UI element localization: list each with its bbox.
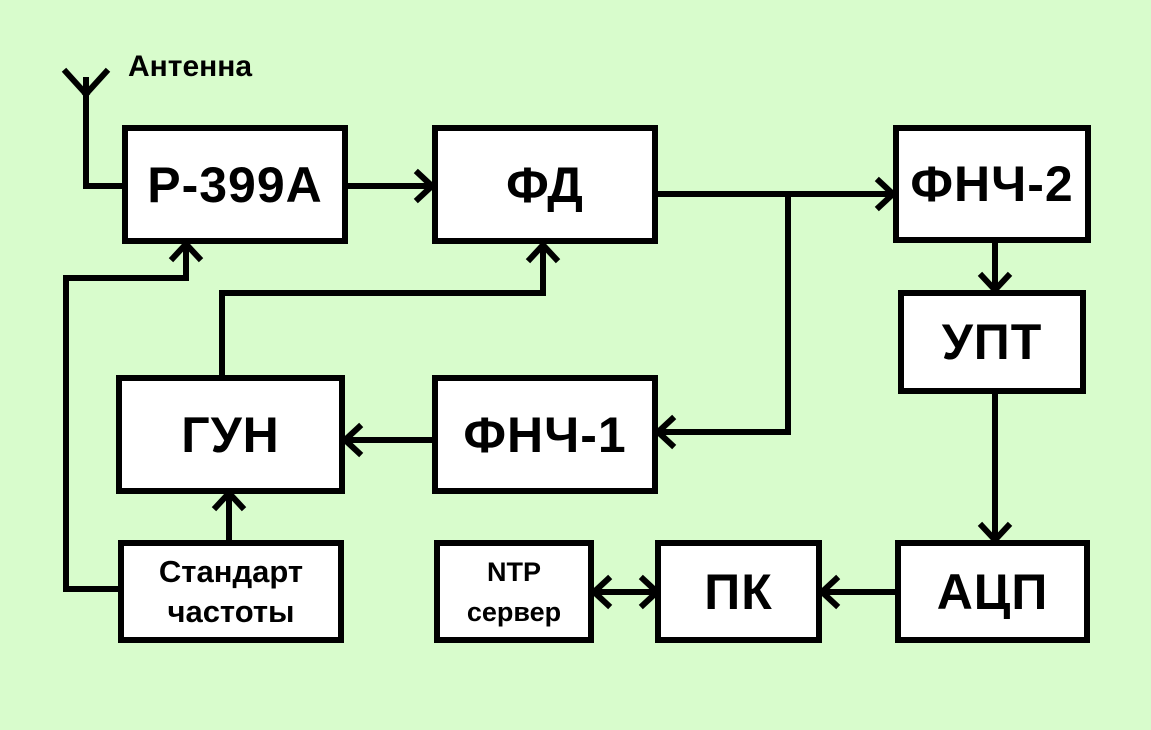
block-receiver: Р-399А xyxy=(122,125,348,244)
block-phase-detector: ФД xyxy=(432,125,658,244)
arrow-lpf2-to-upt xyxy=(977,240,1013,295)
antenna-icon xyxy=(61,67,128,189)
arrow-branch-to-lpf1 xyxy=(653,191,791,450)
block-freq-standard: Стандарт частоты xyxy=(118,540,344,643)
arrow-adc-to-pc xyxy=(817,574,900,610)
antenna-label: Антенна xyxy=(128,50,253,83)
block-ntp-server: NTP сервер xyxy=(434,540,594,643)
block-lpf2: ФНЧ-2 xyxy=(893,125,1091,243)
arrow-receiver-to-fd xyxy=(342,168,437,204)
freq-standard-line2: частоты xyxy=(167,593,295,629)
freq-standard-line1: Стандарт xyxy=(158,553,304,589)
arrow-fd-to-lpf2 xyxy=(652,176,898,212)
block-lpf1: ФНЧ-1 xyxy=(432,375,658,494)
block-upt: УПТ xyxy=(898,290,1086,394)
block-adc: АЦП xyxy=(895,540,1090,643)
arrow-standard-to-receiver xyxy=(63,239,204,592)
arrow-pc-ntp-bidirectional xyxy=(589,574,662,610)
block-vco: ГУН xyxy=(116,375,345,494)
arrow-standard-to-vco xyxy=(211,488,247,543)
ntp-server-line1: NTP xyxy=(487,556,541,587)
arrow-upt-to-adc xyxy=(977,388,1013,545)
block-pc: ПК xyxy=(655,540,822,643)
arrow-vco-to-fd xyxy=(219,240,561,378)
arrow-lpf1-to-vco xyxy=(340,422,438,458)
ntp-server-line2: сервер xyxy=(466,596,562,627)
